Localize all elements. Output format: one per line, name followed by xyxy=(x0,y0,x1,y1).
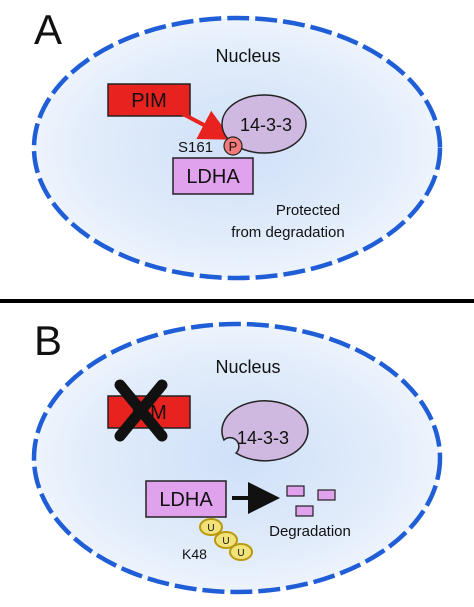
phospho-site: P xyxy=(223,136,243,156)
k48-label: K48 xyxy=(182,546,207,562)
panel-b: B Nucleus PIM 14-3-3 LDHA Degradation xyxy=(31,317,443,595)
cross-stroke-2 xyxy=(114,379,168,442)
adaptor-14-3-3-a-shape xyxy=(221,94,307,154)
ubiquitin-label: U xyxy=(222,536,229,547)
ldha-label-b: LDHA xyxy=(159,489,213,511)
fragment xyxy=(317,489,336,501)
panel-a: A Nucleus PIM 14-3-3 P S161 LDHA Protect… xyxy=(31,6,443,281)
ubiquitin-label: U xyxy=(237,548,244,559)
ldha-box-b: LDHA xyxy=(145,480,227,518)
adaptor-14-3-3-a-label: 14-3-3 xyxy=(240,115,292,135)
ubiquitin-label: U xyxy=(207,523,214,534)
adaptor-14-3-3-a: 14-3-3 xyxy=(221,94,307,154)
panel-b-letter: B xyxy=(34,317,62,364)
degraded-fragments xyxy=(286,485,336,517)
phospho-label: P xyxy=(229,139,238,154)
pim-box-a: PIM xyxy=(107,83,191,117)
ldha-label-a: LDHA xyxy=(186,166,240,188)
degradation-label: Degradation xyxy=(269,523,351,540)
nucleus-b-body xyxy=(31,321,443,595)
adaptor-14-3-3-b: 14-3-3 xyxy=(221,400,309,462)
phospho-circle xyxy=(223,136,243,156)
ubiquitin-chain: U U U xyxy=(199,518,253,561)
fragment xyxy=(295,505,314,517)
adaptor-14-3-3-b-shape xyxy=(221,400,309,462)
outcome-a-line2: from degradation xyxy=(231,224,344,241)
s161-label: S161 xyxy=(178,139,213,156)
pim-label-a: PIM xyxy=(131,90,167,112)
pim-box-a-shape xyxy=(107,83,191,117)
ldha-box-a-shape xyxy=(172,157,254,195)
outcome-a-line1: Protected xyxy=(276,202,340,219)
ldha-box-b-shape xyxy=(145,480,227,518)
adaptor-14-3-3-b-label: 14-3-3 xyxy=(237,428,289,448)
ldha-box-a: LDHA xyxy=(172,157,254,195)
ubiquitin-bead xyxy=(229,543,253,561)
panel-a-letter: A xyxy=(34,6,62,53)
nucleus-a-label: Nucleus xyxy=(215,46,280,66)
pim-knockout-cross xyxy=(114,379,168,442)
ubiquitin-bead xyxy=(199,518,223,536)
phosphorylation-arrow xyxy=(182,110,233,140)
nucleus-b xyxy=(31,321,443,595)
fragment xyxy=(286,485,305,497)
nucleus-b-label: Nucleus xyxy=(215,357,280,377)
ubiquitin-bead xyxy=(214,531,238,549)
